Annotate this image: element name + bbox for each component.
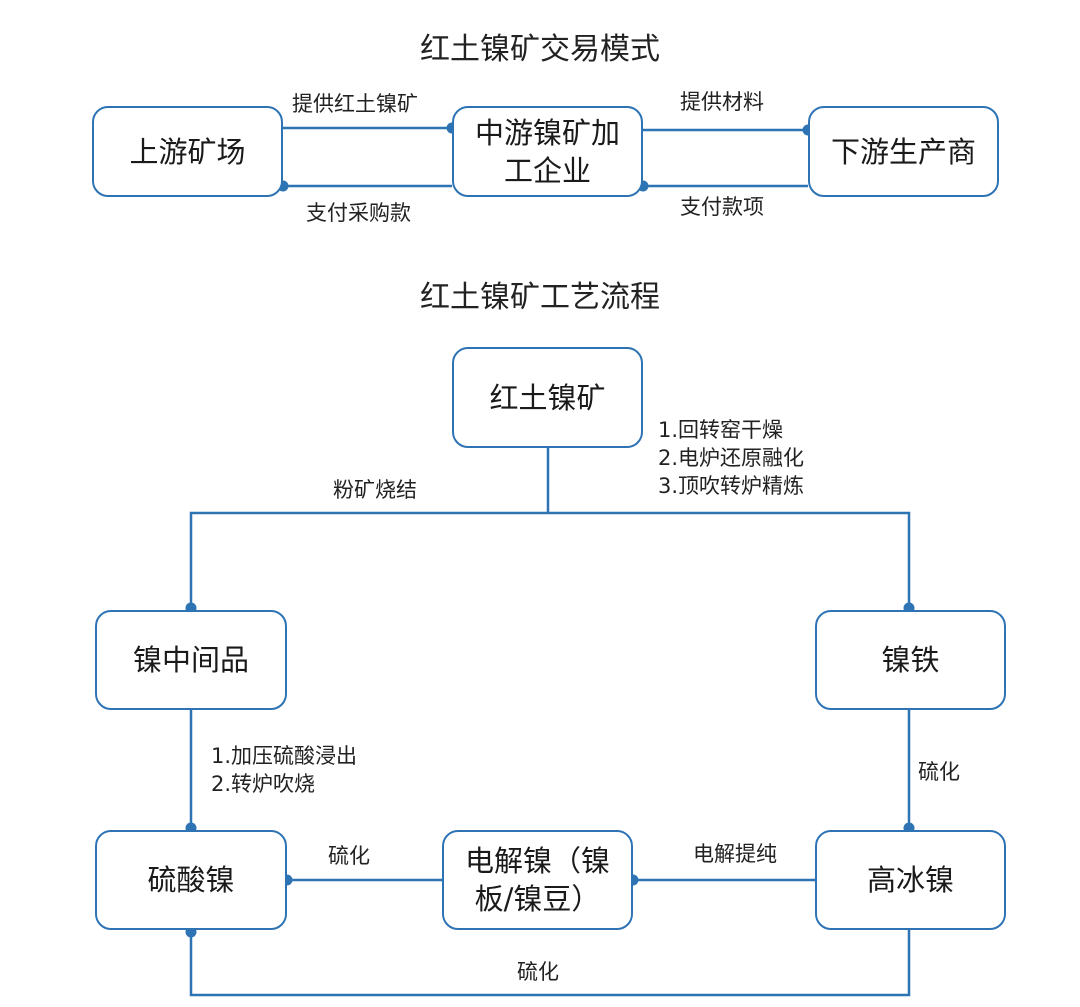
label-hpal-steps: 1.加压硫酸浸出 2.转炉吹烧: [211, 742, 357, 798]
label-powder-sintering: 粉矿烧结: [333, 478, 417, 502]
label-rkef-steps: 1.回转窑干燥 2.电炉还原融化 3.顶吹转炉精炼: [658, 416, 804, 500]
node-label: 电解镍（镍板/镍豆）: [464, 844, 610, 916]
node-label: 高冰镍: [866, 863, 954, 897]
label-pay-funds: 支付款项: [680, 195, 764, 219]
node-label: 下游生产商: [830, 134, 976, 169]
edge-to-ferronickel: [548, 511, 911, 610]
node-upstream-mine: 上游矿场: [92, 106, 283, 197]
label-pay-purchase: 支付采购款: [306, 201, 411, 225]
trade-model-title: 红土镍矿交易模式: [420, 32, 660, 67]
label-supply-ore: 提供红土镍矿: [292, 92, 418, 116]
step-line: 1.回转窑干燥: [658, 418, 784, 442]
node-label: 上游矿场: [129, 134, 246, 169]
node-nickel-matte: 高冰镍: [815, 830, 1006, 930]
process-flow-title: 红土镍矿工艺流程: [420, 280, 660, 315]
step-line: 2.电炉还原融化: [658, 446, 805, 470]
label-electro-purify: 电解提纯: [693, 842, 777, 866]
step-line: 1.加压硫酸浸出: [211, 744, 358, 768]
label-sulfurize-right: 硫化: [918, 760, 960, 784]
node-label: 红土镍矿: [489, 380, 606, 415]
node-nickel-sulfate: 硫酸镍: [95, 830, 287, 930]
label-sulfurize-bottom: 硫化: [517, 960, 559, 984]
edge-matte-to-sulfate-bottom: [189, 930, 911, 997]
node-nickel-intermediate: 镍中间品: [95, 610, 287, 710]
edge-to-intermediate: [189, 511, 548, 610]
step-line: 3.顶吹转炉精炼: [658, 474, 805, 498]
node-label: 硫酸镍: [147, 863, 235, 897]
step-line: 2.转炉吹烧: [211, 772, 316, 796]
label-sulfurize-left: 硫化: [328, 844, 370, 868]
node-label: 中游镍矿加工企业: [474, 115, 620, 188]
label-supply-material: 提供材料: [680, 90, 764, 114]
node-midstream-processor: 中游镍矿加工企业: [452, 106, 643, 197]
node-laterite-ore: 红土镍矿: [452, 347, 643, 448]
node-electrolytic-nickel: 电解镍（镍板/镍豆）: [442, 830, 633, 930]
node-ferronickel: 镍铁: [815, 610, 1006, 710]
node-label: 镍中间品: [132, 643, 249, 677]
node-downstream-producer: 下游生产商: [808, 106, 999, 197]
node-label: 镍铁: [881, 643, 940, 677]
